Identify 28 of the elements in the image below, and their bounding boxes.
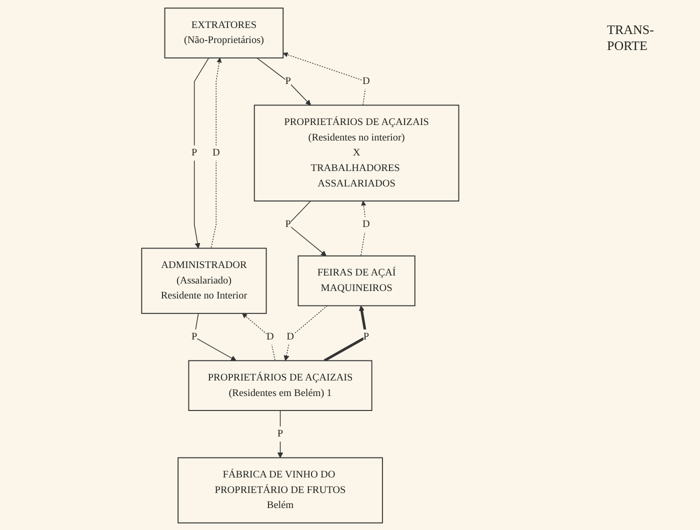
- arrow: [194, 57, 209, 248]
- arrow: [256, 57, 311, 105]
- arrow: [360, 200, 366, 256]
- edge-label: P: [191, 146, 197, 158]
- edge-label: D: [266, 330, 274, 342]
- node-box: FEIRAS DE AÇAÍ MAQUINEIROS: [298, 254, 416, 306]
- arrow: [284, 304, 328, 360]
- edge-label: D: [286, 330, 294, 342]
- edge-label: D: [362, 218, 370, 230]
- node-box: ADMINISTRADOR (Assalariado) Residente no Interior: [140, 247, 267, 314]
- edge-label: D: [362, 75, 370, 86]
- edge-label: P: [285, 75, 291, 86]
- arrow: [324, 304, 368, 362]
- edge-label: P: [277, 428, 283, 439]
- arrow: [242, 312, 276, 361]
- edge-label: D: [212, 146, 220, 158]
- arrow: [277, 410, 283, 458]
- node-box: PROPRIETÁRIOS DE AÇAIZAIS (Residentes em Belém) 1: [188, 360, 372, 410]
- arrow: [194, 312, 236, 360]
- node-box: PROPRIETÁRIOS DE AÇAIZAIS (Residentes no interior) X TRABALHADORES ASSALARIADOS: [254, 104, 459, 201]
- edge-label: P: [191, 330, 197, 342]
- node-box: EXTRATORES (Não-Proprietários): [164, 7, 284, 58]
- transport-label: TRANS- PORTE: [606, 21, 655, 55]
- arrow: [210, 56, 222, 248]
- edge-label: P: [285, 218, 291, 230]
- node-box: FÁBRICA DE VINHO DO PROPRIETÁRIO DE FRUTOS Belém: [177, 456, 383, 523]
- arrow: [282, 52, 366, 106]
- edge-label: P: [363, 330, 369, 342]
